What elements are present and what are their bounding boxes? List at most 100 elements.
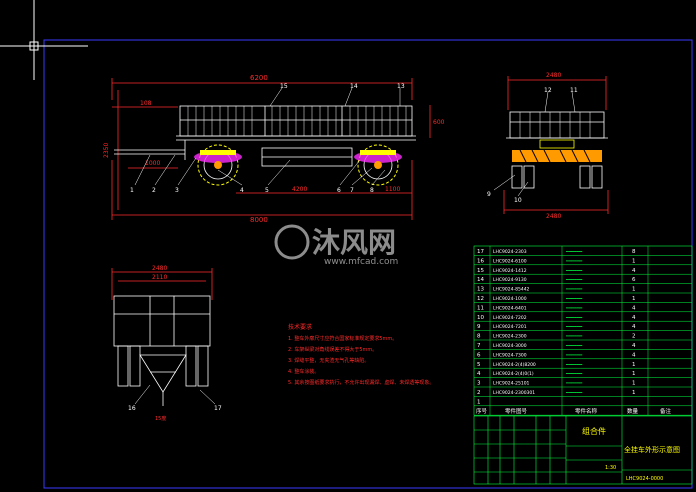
callout-4: 4: [240, 187, 244, 194]
bom-cell-name: ━━━━━━: [565, 269, 583, 274]
dim-rear: 1100: [385, 186, 400, 193]
bom-cell-no: 17: [477, 249, 484, 255]
bom-cell-qty: 1: [632, 381, 636, 387]
bom-cell-qty: 4: [632, 352, 636, 358]
bom-cell-name: ━━━━━━: [565, 344, 583, 349]
bom-cell-code: LHC9024-2303: [493, 249, 527, 255]
callout-15: 15: [280, 83, 288, 90]
bom-cell-name: ━━━━━━: [565, 278, 583, 283]
callout-1: 1: [130, 187, 134, 194]
front-callout-16: 16: [128, 405, 136, 412]
bom-cell-qty: 1: [632, 296, 636, 302]
bom-cell-code: LHC9024-7300: [493, 352, 527, 358]
bom-cell-no: 2: [477, 390, 481, 396]
title-drawing-name: 全挂车外形示意图: [624, 445, 680, 454]
bom-cell-name: ━━━━━━: [565, 250, 583, 255]
bom-cell-code: LHC9024-2300: [493, 334, 527, 340]
bom-cell-qty: 1: [632, 371, 636, 377]
bom-cell-qty: 1: [632, 287, 636, 293]
watermark-logo-icon: [274, 224, 310, 260]
title-assembly: 组合件: [582, 426, 606, 436]
bom-cell-code: LHC9024-3000: [493, 343, 527, 349]
front-angle-note: 15度: [155, 415, 166, 422]
bom-cell-qty: 2: [632, 334, 636, 340]
front-callout-17: 17: [214, 405, 222, 412]
crosshair-cursor-icon: [0, 0, 88, 80]
technical-notes: 技术要求 1. 整车外廓尺寸应符合国家标准规定要求5mm。 2. 车架纵梁对角线…: [288, 323, 434, 386]
bom-cell-no: 10: [477, 315, 484, 321]
bom-cell-code: LHC9024-85442: [493, 287, 530, 293]
dim-wheelbase: 4200: [292, 186, 307, 193]
bom-cell-code: LHC9024-7201: [493, 324, 527, 330]
bom-cell-qty: 6: [632, 277, 636, 283]
title-drawing-no: LHC9024-0000: [626, 476, 663, 482]
title-scale: 1:30: [605, 465, 616, 471]
bom-cell-code: LHC9024-6401: [493, 305, 527, 311]
rear-callout-12: 12: [544, 87, 552, 94]
callout-5: 5: [265, 187, 269, 194]
note-line-4: 4. 整车涂装。: [288, 368, 319, 375]
rear-view: 2480 2480 12: [487, 72, 609, 220]
bom-cell-code: LHC9024-2(4)0(1): [493, 371, 534, 377]
bom-cell-no: 11: [477, 305, 484, 311]
bom-cell-no: 1: [477, 399, 481, 405]
side-view: 6200 8000 2350 600 108 1000 4200 1100: [103, 74, 445, 224]
dim-drawbar: 1000: [145, 160, 160, 167]
bom-cell-code: LHC9024-1412: [493, 268, 527, 274]
rear-callout-9: 9: [487, 191, 491, 198]
bom-cell-code: LHC9024-25101: [493, 381, 530, 387]
bom-header-cell: 备注: [660, 407, 672, 415]
bom-cell-qty: 4: [632, 324, 636, 330]
rear-axle-wheels: [354, 144, 402, 186]
front-axle-wheels: [194, 144, 242, 186]
bom-cell-no: 16: [477, 258, 484, 264]
bom-cell-no: 5: [477, 362, 481, 368]
dim-right-height: 600: [433, 119, 445, 126]
note-line-3: 3. 焊缝平整，无夹渣无气孔等缺陷。: [288, 357, 369, 364]
bom-header-cell: 零件图号: [505, 407, 528, 415]
front-view: 2480 2110 16 17 15度: [111, 265, 222, 422]
bom-header-cell: 数量: [627, 407, 639, 415]
callout-8: 8: [370, 187, 374, 194]
bom-cell-qty: 1: [632, 390, 636, 396]
bom-cell-name: ━━━━━━: [565, 306, 583, 311]
dim-front-top: 108: [140, 100, 152, 107]
callout-7: 7: [350, 187, 354, 194]
callout-2: 2: [152, 187, 156, 194]
callout-13: 13: [397, 83, 405, 90]
callout-3: 3: [175, 187, 179, 194]
callout-14: 14: [350, 83, 358, 90]
note-line-1: 1. 整车外廓尺寸应符合国家标准规定要求5mm。: [288, 335, 397, 342]
rear-dim-top: 2480: [546, 72, 561, 79]
bom-cell-no: 12: [477, 296, 484, 302]
bom-cell-code: LHC9024-2300301: [493, 390, 535, 396]
bom-cell-no: 4: [477, 371, 481, 377]
bom-cell-code: LHC9024-9130: [493, 277, 527, 283]
bom-cell-name: ━━━━━━: [565, 316, 583, 321]
bom-cell-name: ━━━━━━: [565, 382, 583, 387]
title-block: [473, 415, 693, 485]
bom-cell-qty: 8: [632, 249, 636, 255]
bom-cell-name: ━━━━━━: [565, 391, 583, 396]
bom-cell-name: ━━━━━━: [565, 353, 583, 358]
bom-cell-name: ━━━━━━: [565, 325, 583, 330]
bom-cell-no: 13: [477, 287, 484, 293]
bom-header-cell: 零件名称: [575, 407, 598, 415]
bom-cell-qty: 4: [632, 343, 636, 349]
note-line-2: 2. 车架纵梁对角线误差不得大于5mm。: [288, 346, 377, 353]
bom-cell-code: LHC9024-7202: [493, 315, 527, 321]
bom-cell-code: LHC9024-6100: [493, 258, 527, 264]
bom-cell-name: ━━━━━━: [565, 363, 583, 368]
dim-overall-bottom: 8000: [250, 216, 268, 224]
bom-cell-no: 7: [477, 343, 481, 349]
bom-cell-qty: 1: [632, 258, 636, 264]
side-stakes: [187, 106, 407, 136]
bom-cell-code: LHC9024-2(4)8200: [493, 362, 536, 368]
callout-6: 6: [337, 187, 341, 194]
bom-cell-name: ━━━━━━: [565, 259, 583, 264]
rear-dim-bottom: 2480: [546, 213, 561, 220]
rear-callout-11: 11: [570, 87, 578, 94]
bom-cell-no: 3: [477, 381, 481, 387]
